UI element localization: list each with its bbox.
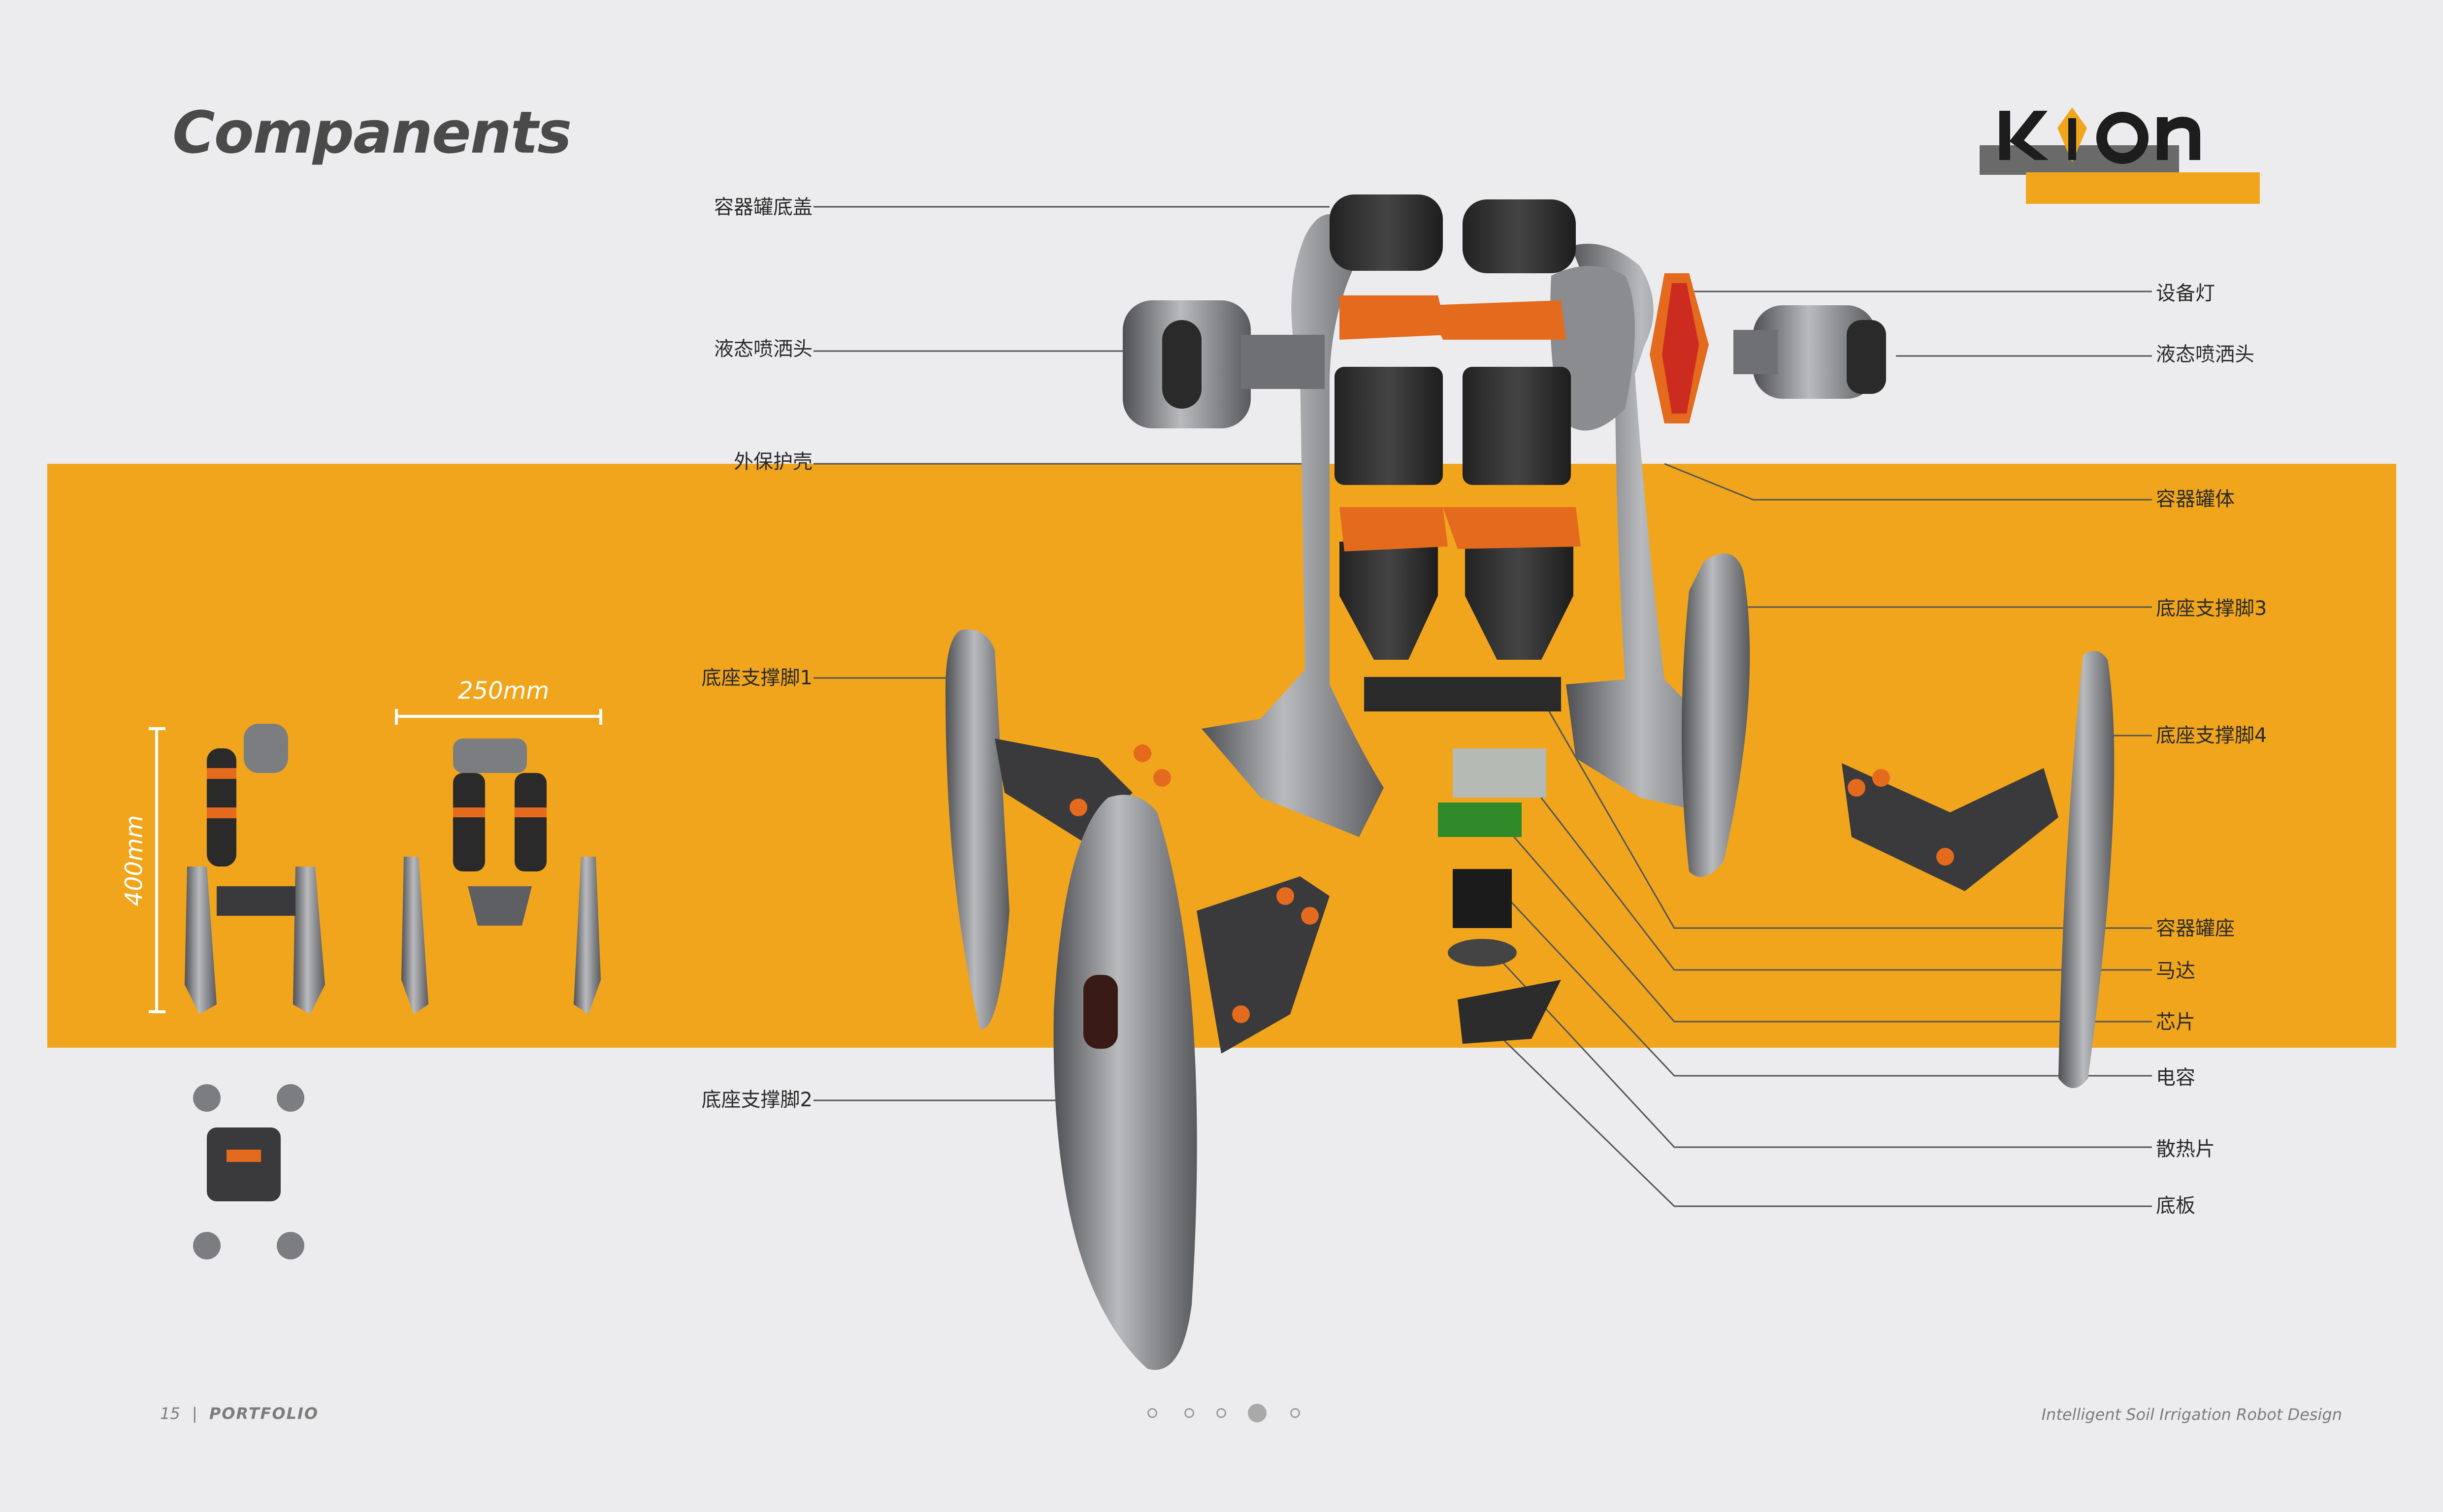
- footer-divider: |: [192, 1404, 197, 1423]
- page-number: 15: [160, 1404, 180, 1423]
- label-leg-4: 底座支撑脚4: [2156, 724, 2267, 747]
- page-title: Companents: [172, 98, 572, 166]
- brand-logo: [1980, 98, 2260, 212]
- dimension-lines: [149, 709, 602, 1013]
- section-name: PORTFOLIO: [209, 1404, 319, 1423]
- side-view-thumbnail: [185, 724, 325, 1014]
- label-nozzle-right: 液态喷洒头: [2156, 343, 2254, 366]
- pager-dot-2[interactable]: [1184, 1408, 1194, 1418]
- label-nozzle-left: 液态喷洒头: [714, 338, 813, 360]
- pager-dot-5[interactable]: [1290, 1408, 1300, 1418]
- width-dimension: 250mm: [458, 677, 550, 705]
- label-leg-2: 底座支撑脚2: [701, 1089, 813, 1111]
- label-leg-3: 底座支撑脚3: [2156, 597, 2267, 620]
- label-tank-seat: 容器罐座: [2156, 917, 2235, 940]
- label-heatsink: 散热片: [2156, 1138, 2215, 1160]
- label-motor: 马达: [2156, 960, 2195, 982]
- label-leg-1: 底座支撑脚1: [701, 667, 813, 689]
- label-capacitor: 电容: [2156, 1066, 2195, 1089]
- top-view-thumbnail: [193, 1084, 304, 1259]
- pager-dot-4[interactable]: [1248, 1404, 1267, 1422]
- label-tank-body: 容器罐体: [2156, 488, 2235, 511]
- label-base-plate: 底板: [2156, 1194, 2195, 1217]
- pager-dot-3[interactable]: [1216, 1408, 1226, 1418]
- project-title: Intelligent Soil Irrigation Robot Design: [2041, 1405, 2342, 1424]
- label-outer-shell: 外保护壳: [734, 450, 813, 473]
- pager-dot-1[interactable]: [1147, 1408, 1157, 1418]
- label-tank-lid: 容器罐底盖: [714, 196, 813, 219]
- footer-page-info: 15 | PORTFOLIO: [160, 1404, 319, 1423]
- height-dimension: 400mm: [120, 815, 148, 906]
- label-lamp: 设备灯: [2156, 282, 2215, 305]
- label-chip: 芯片: [2156, 1011, 2195, 1033]
- leader-lines: [814, 206, 2152, 1207]
- front-view-thumbnail: [401, 739, 601, 1014]
